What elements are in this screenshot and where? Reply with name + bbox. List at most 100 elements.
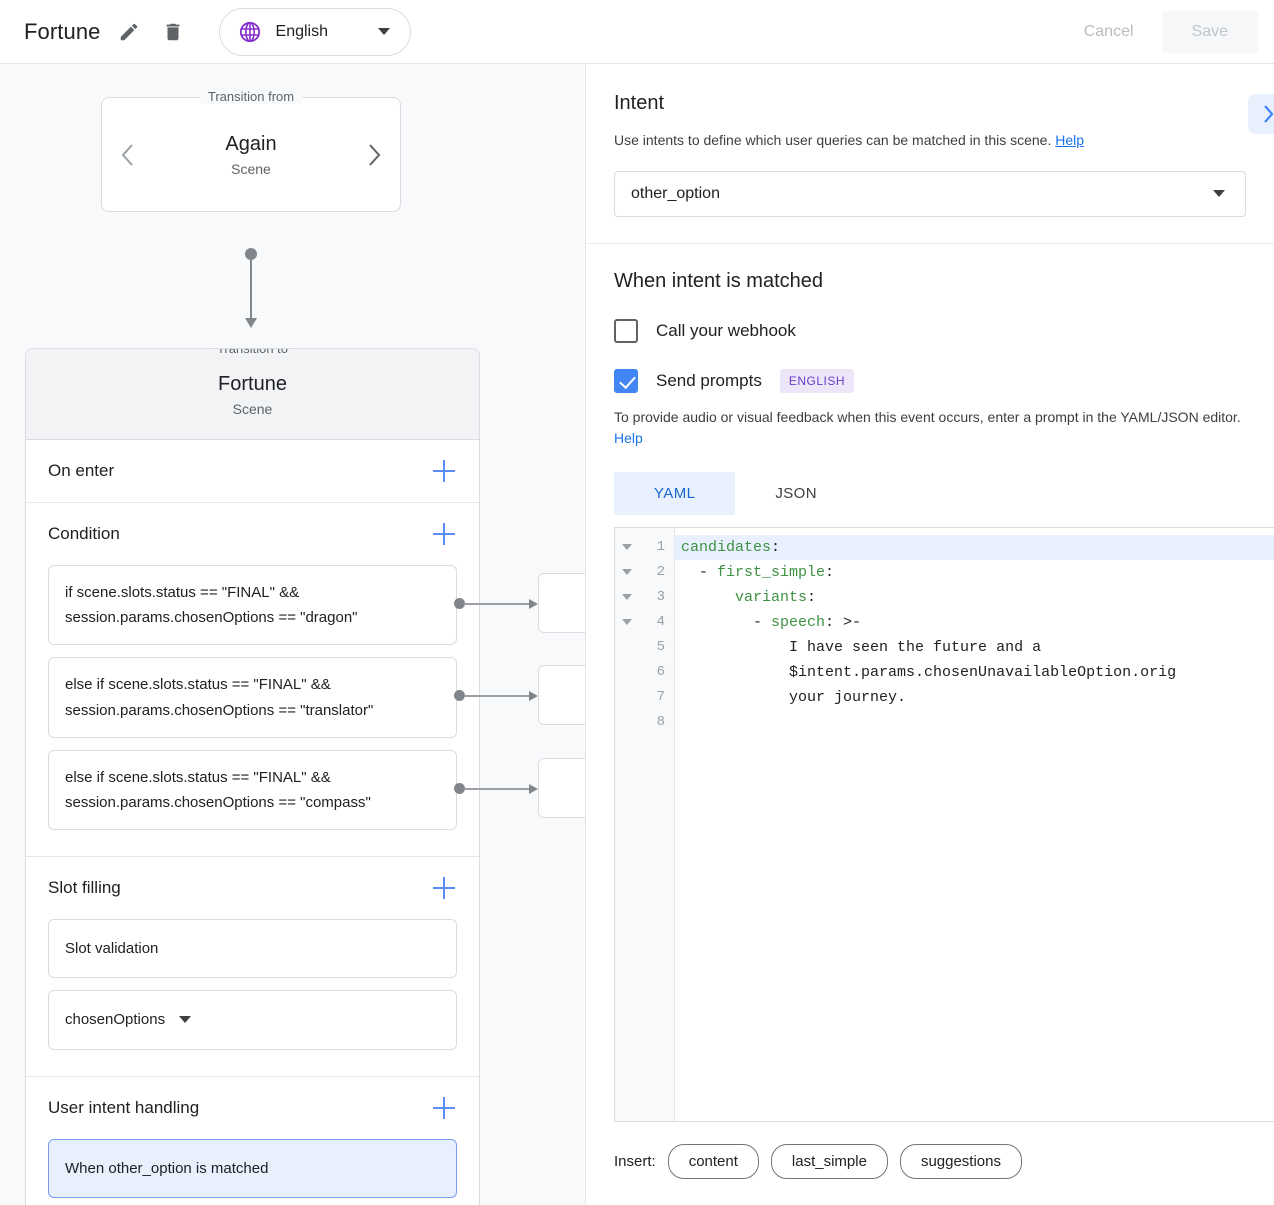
insert-chips-row: Insert: content last_simple suggestions bbox=[586, 1143, 1274, 1179]
condition-connector-arrow-icon bbox=[529, 599, 538, 609]
chevron-down-icon bbox=[377, 28, 390, 35]
scene-graph-panel: Transition from Again Scene bbox=[0, 64, 585, 1205]
scene-type: Scene bbox=[232, 401, 273, 417]
section-title-user-intent-handling: User intent handling bbox=[48, 1097, 200, 1117]
transition-from-type: Scene bbox=[231, 161, 271, 177]
line-number: 3 bbox=[656, 589, 665, 606]
language-badge: ENGLISH bbox=[779, 368, 855, 393]
insert-chip-last-simple[interactable]: last_simple bbox=[770, 1143, 888, 1179]
section-condition: Condition if scene.slots.status == "FINA… bbox=[26, 503, 479, 858]
section-title-on-enter: On enter bbox=[48, 461, 115, 480]
panel-divider bbox=[585, 64, 586, 1205]
top-bar-actions: Cancel Save bbox=[1062, 10, 1274, 53]
add-on-enter-button[interactable] bbox=[431, 458, 457, 484]
slot-item[interactable]: chosenOptions bbox=[48, 990, 457, 1050]
condition-list: if scene.slots.status == "FINAL" && sess… bbox=[26, 565, 479, 856]
line-number: 7 bbox=[656, 689, 665, 706]
transition-from-legend: Transition from bbox=[199, 89, 303, 104]
line-number: 6 bbox=[656, 664, 665, 681]
gutter-line: 5 bbox=[615, 635, 674, 660]
send-prompts-checkbox[interactable] bbox=[614, 368, 638, 393]
user-intent-item-selected[interactable]: When other_option is matched bbox=[48, 1138, 457, 1198]
fold-arrow-icon[interactable] bbox=[622, 543, 632, 550]
add-condition-button[interactable] bbox=[431, 521, 457, 547]
editor-format-tabs: YAML JSON bbox=[614, 471, 1246, 515]
section-slot-filling: Slot filling Slot validation chosenOptio… bbox=[26, 857, 479, 1077]
intent-description: Use intents to define which user queries… bbox=[614, 131, 1246, 151]
slot-name-label: chosenOptions bbox=[65, 1011, 166, 1029]
chevron-left-icon bbox=[121, 143, 133, 166]
connector-arrow-icon bbox=[245, 318, 257, 328]
intent-help-link[interactable]: Help bbox=[1055, 132, 1085, 148]
call-webhook-checkbox[interactable] bbox=[614, 318, 638, 343]
language-selector[interactable]: English bbox=[218, 7, 411, 56]
add-user-intent-button[interactable] bbox=[431, 1095, 457, 1121]
tab-yaml[interactable]: YAML bbox=[614, 471, 736, 515]
expand-panel-button[interactable] bbox=[1248, 94, 1274, 134]
scene-name: Fortune bbox=[218, 373, 287, 395]
code-line: your journey. bbox=[789, 688, 907, 706]
condition-item[interactable]: if scene.slots.status == "FINAL" && sess… bbox=[48, 565, 457, 646]
section-user-intent-handling: User intent handling When other_option i… bbox=[26, 1077, 479, 1205]
editor-gutter: 1 2 3 4 5 6 7 8 bbox=[615, 527, 675, 1121]
transition-from-name: Again bbox=[225, 133, 277, 155]
send-prompts-row[interactable]: Send prompts ENGLISH bbox=[614, 368, 1246, 393]
scene-card: Transition to Fortune Scene On enter Con… bbox=[25, 348, 480, 1205]
trash-icon[interactable] bbox=[153, 12, 193, 52]
prompt-description: To provide audio or visual feedback when… bbox=[614, 407, 1246, 450]
prompt-help-link[interactable]: Help bbox=[614, 430, 643, 447]
code-editor[interactable]: 1 2 3 4 5 6 7 8 candidates: - first_simp… bbox=[614, 526, 1274, 1122]
line-number: 8 bbox=[656, 714, 665, 731]
language-label: English bbox=[275, 22, 329, 40]
intent-dropdown-value: other_option bbox=[631, 184, 720, 202]
cancel-button[interactable]: Cancel bbox=[1062, 13, 1156, 51]
page-title: Fortune bbox=[24, 18, 101, 44]
code-line bbox=[675, 710, 1274, 735]
line-number: 2 bbox=[656, 564, 665, 581]
gutter-line: 4 bbox=[615, 610, 674, 635]
intent-heading: Intent bbox=[614, 92, 665, 114]
slot-validation-item[interactable]: Slot validation bbox=[48, 919, 457, 979]
gutter-line: 8 bbox=[615, 710, 674, 735]
slot-filling-list: Slot validation chosenOptions bbox=[26, 919, 479, 1075]
tab-json[interactable]: JSON bbox=[775, 484, 817, 502]
add-slot-button[interactable] bbox=[431, 875, 457, 901]
line-number: 1 bbox=[656, 539, 665, 556]
pencil-glyph bbox=[120, 23, 137, 40]
condition-target-stub[interactable] bbox=[538, 573, 585, 633]
globe-icon bbox=[239, 21, 260, 42]
scene-header[interactable]: Transition to Fortune Scene bbox=[26, 348, 479, 440]
condition-target-stub[interactable] bbox=[538, 665, 585, 725]
intent-details-panel: Intent Use intents to define which user … bbox=[586, 64, 1274, 1205]
condition-connector-dot bbox=[454, 690, 465, 701]
condition-connector-arrow-icon bbox=[529, 691, 538, 701]
fold-arrow-icon[interactable] bbox=[622, 593, 632, 600]
next-scene-button[interactable] bbox=[360, 141, 388, 169]
insert-chip-content[interactable]: content bbox=[667, 1143, 759, 1179]
trash-glyph bbox=[166, 23, 179, 40]
top-bar: Fortune English Cancel Save bbox=[0, 0, 1274, 64]
prev-scene-button[interactable] bbox=[114, 141, 142, 169]
intent-dropdown[interactable]: other_option bbox=[614, 170, 1246, 217]
save-button[interactable]: Save bbox=[1161, 10, 1258, 53]
condition-connector-line bbox=[464, 603, 532, 605]
gutter-line: 7 bbox=[615, 685, 674, 710]
pencil-icon[interactable] bbox=[109, 12, 149, 52]
condition-target-stub[interactable] bbox=[538, 758, 585, 818]
condition-item[interactable]: else if scene.slots.status == "FINAL" &&… bbox=[48, 657, 457, 738]
editor-code-area[interactable]: candidates: - first_simple: variants: - … bbox=[675, 528, 1274, 1121]
fold-arrow-icon[interactable] bbox=[622, 618, 632, 625]
prompt-description-text: To provide audio or visual feedback when… bbox=[614, 408, 1241, 425]
transition-from-info: Again Scene bbox=[142, 132, 360, 177]
section-on-enter: On enter bbox=[26, 440, 479, 503]
intent-description-text: Use intents to define which user queries… bbox=[614, 132, 1052, 148]
code-line: variants: bbox=[735, 588, 817, 606]
condition-item[interactable]: else if scene.slots.status == "FINAL" &&… bbox=[48, 749, 457, 831]
condition-connector-line bbox=[464, 788, 532, 790]
fold-arrow-icon[interactable] bbox=[622, 568, 632, 575]
gutter-line: 1 bbox=[615, 535, 674, 560]
section-title-slot-filling: Slot filling bbox=[48, 878, 121, 898]
call-webhook-row[interactable]: Call your webhook bbox=[614, 318, 1246, 343]
transition-from-card[interactable]: Transition from Again Scene bbox=[101, 89, 401, 212]
insert-chip-suggestions[interactable]: suggestions bbox=[899, 1143, 1022, 1179]
